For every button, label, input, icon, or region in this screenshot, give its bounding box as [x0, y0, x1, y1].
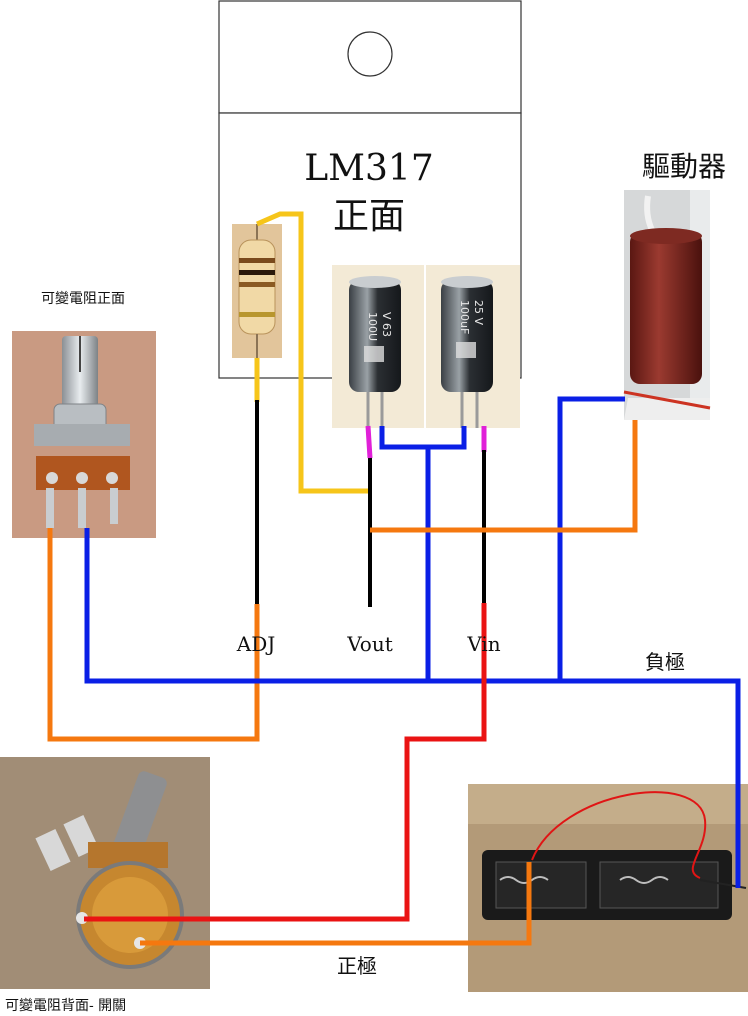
mounting-hole — [347, 31, 393, 77]
terminal-negative-label: 負極 — [645, 650, 685, 674]
wire-blue-driver — [557, 396, 625, 681]
wires — [47, 211, 741, 946]
capacitor-left-text-1: 100U — [366, 312, 379, 341]
wire-blue-ground-bus — [84, 528, 741, 888]
driver-label: 驅動器 — [642, 150, 726, 183]
wire-orange-driver — [370, 420, 638, 533]
chip-face-label: 正面 — [333, 196, 405, 237]
wire-red-vin — [84, 603, 487, 922]
pin-label-vout: Vout — [346, 632, 393, 656]
labels: ADJ Vout Vin 負極 正極 — [236, 632, 685, 978]
capacitor-left: 100U V 63 — [349, 276, 401, 428]
wire-magenta-left — [365, 425, 373, 459]
potentiometer-front-label: 可變電阻正面 — [41, 291, 125, 307]
potentiometer-back: 可變電阻背面- 開關 — [0, 757, 210, 1014]
battery-holder — [468, 784, 748, 992]
pin-label-adj: ADJ — [236, 632, 276, 656]
terminal-positive-label: 正極 — [337, 954, 377, 978]
wire-orange-positive — [140, 862, 532, 946]
wire-orange-adj — [47, 528, 260, 742]
capacitor-right-text-1: 100uF — [458, 300, 471, 334]
pin-label-vin: Vin — [466, 632, 500, 656]
battery-red-lead — [531, 791, 707, 879]
capacitor-right-text-2: 25 V — [472, 300, 485, 325]
inductor-body — [630, 232, 702, 384]
capacitor-right: 100uF 25 V — [441, 276, 493, 428]
resistor — [232, 224, 282, 358]
chip-name: LM317 — [304, 148, 433, 189]
potentiometer-front: 可變電阻正面 — [12, 291, 156, 538]
driver-component: 驅動器 — [623, 150, 726, 420]
pot-shaft — [62, 336, 98, 414]
capacitors: 100U V 63 100uF 25 V — [332, 265, 520, 428]
pot-back-shaft — [111, 771, 167, 863]
potentiometer-back-label: 可變電阻背面- 開關 — [5, 998, 126, 1014]
wire-blue-cap-ground — [379, 426, 467, 450]
capacitor-left-text-2: V 63 — [380, 312, 393, 337]
wire-yellow — [256, 211, 370, 494]
